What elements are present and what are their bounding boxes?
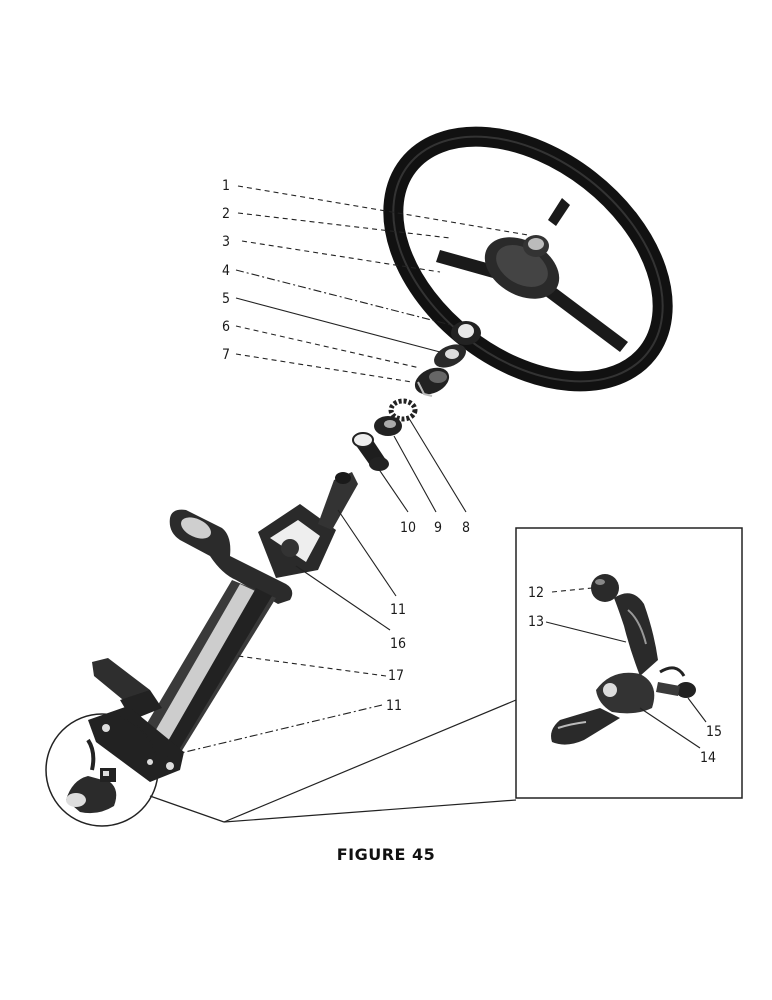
callout-3: 3 [222, 234, 230, 250]
part-6-7-collar [414, 367, 450, 397]
part-9-bearing [374, 416, 402, 436]
callout-16: 16 [390, 636, 406, 652]
callout-10: 10 [400, 520, 416, 536]
part-8-ring [388, 398, 418, 422]
callout-2: 2 [222, 206, 230, 222]
callout-15: 15 [706, 724, 722, 740]
part-4-nut [451, 321, 481, 345]
detail-magnifier-circle [45, 713, 159, 827]
callout-7: 7 [222, 347, 230, 363]
part-10-bush [352, 432, 389, 471]
callout-17: 17 [388, 668, 404, 684]
callout-4: 4 [222, 263, 230, 279]
steering-wheel [383, 126, 673, 392]
callout-13: 13 [528, 614, 544, 630]
callout-14: 14 [700, 750, 716, 766]
steering-column [88, 472, 358, 782]
callout-9: 9 [434, 520, 442, 536]
callout-5: 5 [222, 291, 230, 307]
callout-11-lower: 11 [386, 698, 402, 714]
callout-8: 8 [462, 520, 470, 536]
figure-caption: FIGURE 45 [336, 845, 436, 864]
part-5-washer [434, 344, 466, 368]
callout-1: 1 [222, 178, 230, 194]
callout-11-upper: 11 [390, 602, 406, 618]
detail-inset-box [515, 527, 743, 799]
callouts: 1 2 3 4 5 6 7 8 9 10 11 16 17 11 12 13 1… [222, 178, 722, 766]
callout-12: 12 [528, 585, 544, 601]
callout-6: 6 [222, 319, 230, 335]
leader-lines [159, 185, 707, 759]
detail-connector-lines [149, 699, 517, 823]
